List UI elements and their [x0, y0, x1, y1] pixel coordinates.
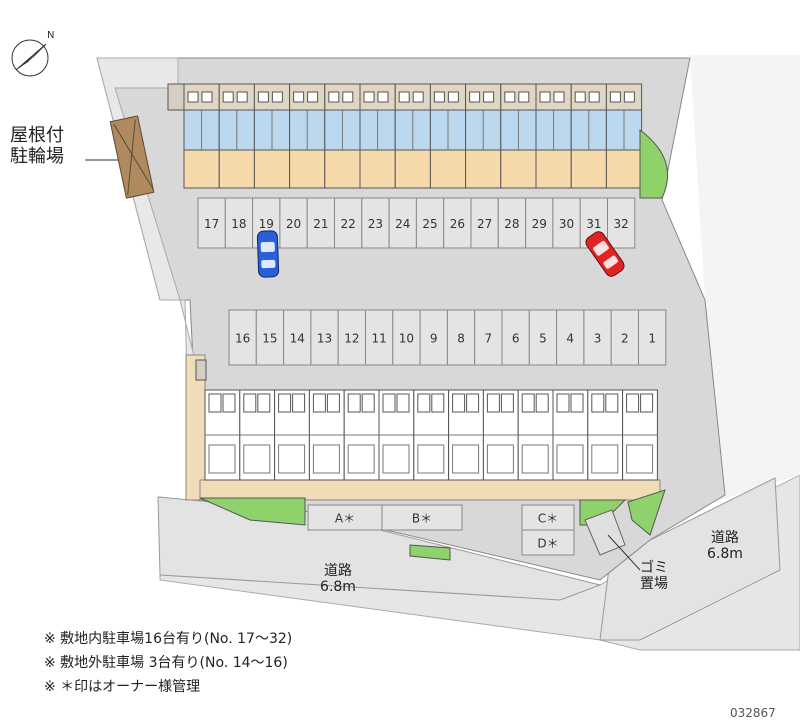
- parking-spot: [283, 309, 312, 366]
- parking-spot: [556, 309, 585, 366]
- bicycle-parking-hatch: [113, 123, 154, 190]
- parking-spot: [583, 309, 612, 366]
- parking-spot: [197, 197, 226, 249]
- parking-spot-number: 13: [317, 332, 332, 346]
- parking-spot: [610, 309, 640, 366]
- parking-spot-number: 11: [372, 332, 387, 346]
- owner-space: [381, 504, 463, 531]
- parking-spot: [638, 309, 667, 366]
- parking-spot-number: 24: [395, 217, 410, 231]
- parking-spot: [337, 309, 367, 366]
- rear-building: [167, 83, 643, 189]
- garbage-label: ゴミ 置場: [640, 560, 668, 592]
- parking-spot-number: 8: [457, 332, 465, 346]
- note-owner-managed: ※ ＊印はオーナー様管理: [44, 679, 201, 695]
- front-building: [185, 354, 661, 501]
- owner-space-label: C＊: [538, 512, 558, 526]
- parking-spot-number: 4: [566, 332, 574, 346]
- parking-spot-number: 2: [621, 332, 629, 346]
- parking-spot-number: 19: [259, 217, 274, 231]
- owner-space: [307, 504, 383, 531]
- owner-space-label: D＊: [537, 537, 558, 551]
- east-road-width: 6.8m: [707, 546, 743, 563]
- east-road-label: 道路 6.8m: [700, 530, 750, 562]
- east-road-name: 道路: [711, 530, 739, 546]
- garbage-label-line1: ゴミ: [640, 560, 668, 576]
- parking-spot-number: 32: [614, 217, 629, 231]
- parking-spot-number: 15: [262, 332, 277, 346]
- parking-spot: [224, 197, 254, 249]
- blue-car: [256, 230, 280, 278]
- parking-spot-number: 25: [422, 217, 437, 231]
- bicycle-label-line1: 屋根付: [10, 125, 64, 146]
- north-label: N: [47, 30, 54, 41]
- parking-spot-number: 21: [313, 217, 328, 231]
- parking-spot: [228, 309, 257, 366]
- parking-spot: [607, 197, 636, 249]
- owner-space-label: A＊: [335, 512, 355, 526]
- north-arrow-icon: N: [11, 30, 54, 77]
- parking-spot-number: 9: [430, 332, 438, 346]
- parking-spot-number: 29: [532, 217, 547, 231]
- parking-spot-number: 3: [594, 332, 602, 346]
- parking-spot: [334, 197, 363, 249]
- south-road-width: 6.8m: [320, 579, 356, 596]
- bicycle-parking-label: 屋根付 駐輪場: [10, 125, 64, 167]
- parking-spot-number: 23: [368, 217, 383, 231]
- parking-spot: [255, 309, 285, 366]
- parking-spot-number: 16: [235, 332, 250, 346]
- note-onsite-parking: ※ 敷地内駐車場16台有り(No. 17〜32): [44, 631, 293, 647]
- parking-spot: [552, 197, 581, 249]
- parking-spot: [388, 197, 417, 249]
- owner-spaces: A＊ B＊ C＊ D＊: [307, 504, 575, 556]
- east-road: [690, 55, 800, 500]
- parking-spot: [525, 197, 554, 249]
- garbage-area: [584, 509, 626, 556]
- parking-spot-number: 31: [586, 217, 601, 231]
- south-road-label: 道路 6.8m: [318, 563, 358, 595]
- parking-spot: [443, 197, 472, 249]
- parking-spot-number: 20: [286, 217, 301, 231]
- bicycle-label-line2: 駐輪場: [10, 145, 64, 167]
- parking-spot-number: 5: [539, 332, 547, 346]
- east-road-band: [599, 477, 781, 641]
- parking-spot-number: 6: [512, 332, 520, 346]
- parking-spot-number: 26: [450, 217, 465, 231]
- parking-spot-number: 27: [477, 217, 492, 231]
- garbage-label-line2: 置場: [640, 576, 668, 593]
- bicycle-parking-hatch: [127, 119, 136, 195]
- green-area-se2: [627, 489, 666, 536]
- parking-spot-number: 12: [344, 332, 359, 346]
- parking-spot-number: 30: [559, 217, 574, 231]
- south-road-name: 道路: [324, 563, 352, 579]
- owner-space-label: B＊: [412, 512, 432, 526]
- owner-space: [521, 529, 575, 556]
- parking-spot-number: 18: [231, 217, 246, 231]
- reference-code: 032867: [730, 706, 776, 720]
- parking-front: 16 15 14 13 12 11 10 9 8 7 6 5 4 3 2 1: [228, 309, 667, 366]
- parking-spot: [306, 197, 336, 249]
- parking-spot: [392, 309, 421, 366]
- green-area-east: [639, 128, 669, 199]
- parking-spot: [474, 309, 503, 366]
- parking-spot-number: 1: [648, 332, 656, 346]
- parking-spot-number: 28: [504, 217, 519, 231]
- parking-spot-number: 10: [399, 332, 414, 346]
- parking-rear: 17 18 19 20 21 22 23 24 25 26 27 28 29 30 31 32: [197, 197, 636, 249]
- green-area-s: [409, 544, 451, 561]
- parking-spot-number: 7: [485, 332, 493, 346]
- note-offsite-parking: ※ 敷地外駐車場 3台有り(No. 14〜16): [44, 655, 288, 671]
- parking-spot: [470, 197, 499, 249]
- red-car: [585, 231, 625, 277]
- green-area-sw: [199, 497, 306, 526]
- parking-spot-number: 22: [341, 217, 356, 231]
- parking-spot: [310, 309, 339, 366]
- parking-spot: [361, 197, 390, 249]
- parking-spot-number: 17: [204, 217, 219, 231]
- garbage-leader-line: [607, 534, 641, 571]
- parking-spot-number: 14: [290, 332, 305, 346]
